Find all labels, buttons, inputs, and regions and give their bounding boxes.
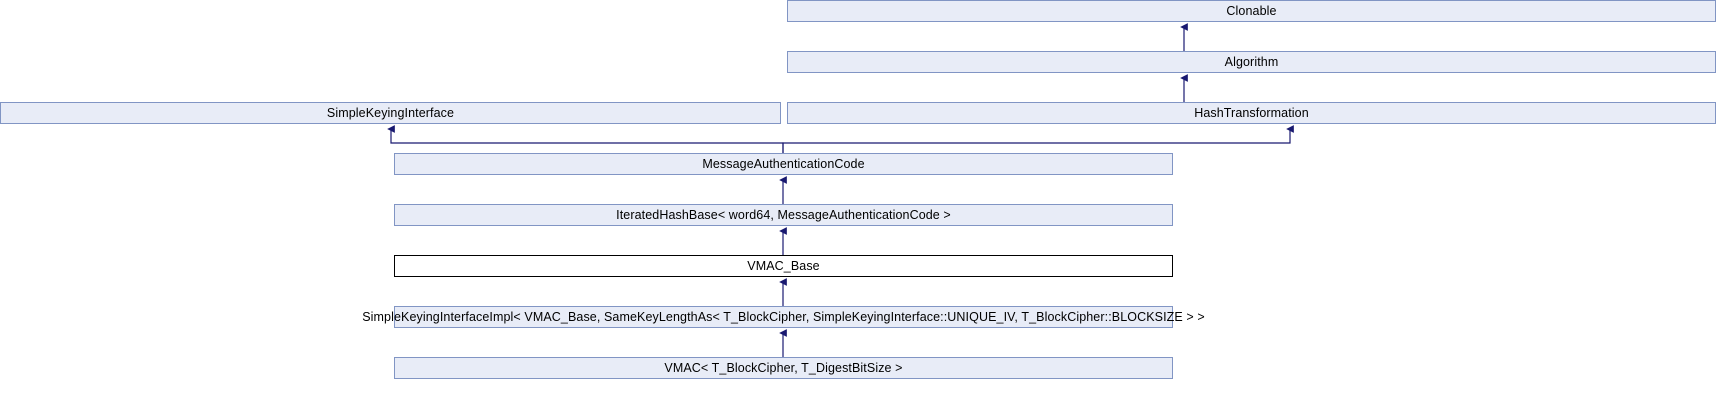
class-node-simplekeyinginterface[interactable]: SimpleKeyingInterface	[0, 102, 781, 124]
edge-mac-to-simplekeyinginterface	[387, 125, 784, 153]
class-node-clonable[interactable]: Clonable	[787, 0, 1716, 22]
class-node-label: SimpleKeyingInterfaceImpl< VMAC_Base, Sa…	[362, 310, 1205, 324]
class-node-vmac-base[interactable]: VMAC_Base	[394, 255, 1173, 277]
class-node-label: VMAC< T_BlockCipher, T_DigestBitSize >	[664, 361, 903, 375]
edge-mac-to-hashtransformation	[782, 125, 1294, 153]
class-node-messageauthenticationcode[interactable]: MessageAuthenticationCode	[394, 153, 1173, 175]
class-node-label: Algorithm	[1224, 55, 1279, 69]
class-node-label: IteratedHashBase< word64, MessageAuthent…	[616, 208, 951, 222]
class-node-label: SimpleKeyingInterface	[326, 106, 455, 120]
class-node-algorithm[interactable]: Algorithm	[787, 51, 1716, 73]
class-node-label: Clonable	[1226, 4, 1277, 18]
class-node-label: MessageAuthenticationCode	[702, 157, 865, 171]
class-node-iteratedhashbase[interactable]: IteratedHashBase< word64, MessageAuthent…	[394, 204, 1173, 226]
class-node-label: HashTransformation	[1194, 106, 1309, 120]
class-node-label: VMAC_Base	[747, 259, 820, 273]
class-node-vmac[interactable]: VMAC< T_BlockCipher, T_DigestBitSize >	[394, 357, 1173, 379]
class-node-hashtransformation[interactable]: HashTransformation	[787, 102, 1716, 124]
class-node-simplekeyinginterfaceimpl[interactable]: SimpleKeyingInterfaceImpl< VMAC_Base, Sa…	[362, 306, 1205, 328]
